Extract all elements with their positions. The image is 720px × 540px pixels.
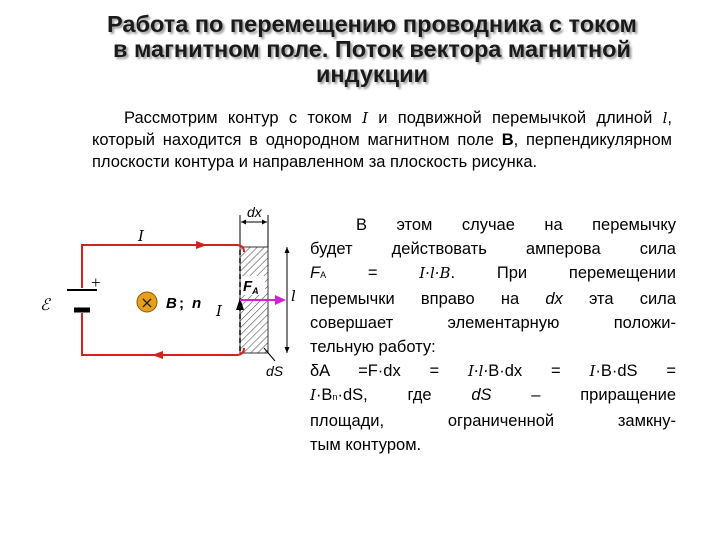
explanation-line-4: перемычки вправо на dx эта сила	[310, 290, 676, 308]
intro-text-1: Рассмотрим контур с током	[124, 109, 363, 127]
current-arrow-top	[196, 241, 207, 249]
intro-length-symbol: l	[662, 109, 668, 127]
title-line-1: Работа по перемещению проводника с током	[107, 11, 637, 37]
title-line-2: в магнитном поле. Поток вектора магнитно…	[113, 36, 631, 62]
ds-pointer	[263, 347, 276, 362]
ds-label: dS	[266, 363, 284, 379]
current-arrow-bottom	[152, 351, 163, 359]
explanation-text: В этом случае на перемычку будет действо…	[310, 213, 676, 457]
dx-arrowhead-left	[241, 219, 246, 225]
field-b-label: B	[166, 295, 177, 312]
dx-arrowhead-right	[262, 219, 267, 225]
battery-plus-sign: +	[91, 273, 101, 292]
explanation-line-7: δA =F·dx = I·l·B·dx = I·B·dS =	[310, 362, 676, 380]
force-label: FA	[243, 278, 259, 296]
wire-bottom-left	[81, 313, 238, 356]
crossbar-current-arrow	[236, 298, 244, 310]
emf-symbol: ℰ	[40, 295, 52, 314]
slide-title: Работа по перемещению проводника с током…	[52, 12, 692, 87]
length-arrowhead-bottom	[284, 347, 290, 353]
dx-label: dx	[247, 204, 263, 220]
field-separator: ;	[179, 295, 184, 312]
explanation-line-10: тым контуром.	[310, 436, 422, 454]
ampere-force-arrowhead	[275, 295, 286, 305]
explanation-line-9: площади, ограниченной замкну-	[310, 412, 676, 430]
intro-paragraph: Рассмотрим контур с током I и подвижной …	[92, 107, 672, 173]
explanation-line-1: В этом случае на перемычку	[356, 216, 676, 234]
current-label-top: I	[137, 227, 145, 245]
intro-text-3: , который находится в однородном магнитн…	[92, 109, 672, 149]
current-label-crossbar: I	[215, 302, 223, 320]
explanation-line-5: совершает элементарную положи-	[310, 314, 676, 332]
intro-current-symbol: I	[362, 109, 369, 127]
title-line-3: индукции	[315, 61, 428, 87]
length-arrowhead-top	[284, 247, 290, 253]
intro-field-symbol: B	[501, 131, 514, 149]
field-cross-icon: ×	[140, 293, 153, 312]
explanation-line-3: FA = I·l·B. При перемещении	[310, 264, 676, 282]
normal-n-label: n	[192, 295, 201, 312]
wire-corner-bottom	[235, 347, 245, 356]
circuit-diagram: dx I + ℰ × B ; n I FA l dS	[40, 204, 296, 379]
force-label-bg	[241, 276, 265, 295]
explanation-line-6: тельную работу:	[310, 338, 436, 356]
explanation-line-8: I·Bn·dS, где dS – приращение	[310, 386, 676, 404]
field-direction-circle	[136, 291, 158, 313]
intro-text-2: и подвижной перемычкой длиной	[368, 109, 663, 127]
intro-text-4: , перпендикулярном плоскости контура и н…	[92, 131, 673, 171]
wire-top-left	[81, 244, 238, 288]
wire-corner-top	[235, 244, 245, 253]
length-label: l	[291, 287, 296, 305]
explanation-line-2: будет действовать амперова сила	[310, 240, 676, 258]
